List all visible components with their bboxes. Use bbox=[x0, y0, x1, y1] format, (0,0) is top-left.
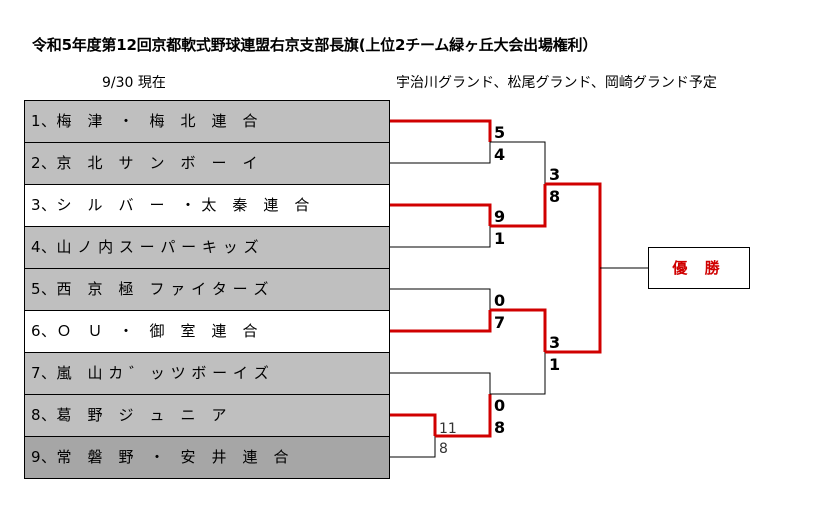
bracket-line bbox=[390, 142, 491, 164]
team-name: 6、Ｏ Ｕ ・ 御 室 連 合 bbox=[31, 322, 259, 340]
score: 1 bbox=[549, 355, 561, 374]
team-row: 6、Ｏ Ｕ ・ 御 室 連 合 bbox=[24, 311, 390, 353]
bracket-line bbox=[390, 288, 491, 310]
score: 0 bbox=[494, 396, 506, 415]
team-row: 8、葛 野 ジ ュ ニ ア bbox=[24, 395, 390, 437]
bracket-line-win bbox=[490, 308, 547, 352]
team-row: 3、シ ル バ ー ・ 太 秦 連 合 bbox=[24, 185, 390, 227]
score: 8 bbox=[439, 441, 448, 457]
team-name: 3、シ ル バ ー ・ 太 秦 連 合 bbox=[31, 196, 310, 214]
bracket-line bbox=[490, 141, 546, 184]
score: 7 bbox=[494, 313, 506, 332]
team-list: 1、梅 津 ・ 梅 北 連 合 2、京 北 サ ン ボ ー イ 3、シ ル バ … bbox=[24, 100, 390, 479]
bracket-line-win bbox=[390, 413, 437, 436]
team-row: 7、嵐 山 カ ゛ ッ ツ ボ ー イ ズ bbox=[24, 353, 390, 395]
score: 8 bbox=[549, 187, 561, 206]
team-name: 1、梅 津 ・ 梅 北 連 合 bbox=[31, 112, 259, 130]
team-name: 2、京 北 サ ン ボ ー イ bbox=[31, 154, 259, 172]
score: 8 bbox=[494, 418, 506, 437]
bracket-line-win bbox=[390, 310, 492, 333]
team-name: 8、葛 野 ジ ュ ニ ア bbox=[31, 406, 228, 424]
bracket-line bbox=[390, 372, 491, 394]
page-title: 令和5年度第12回京都軟式野球連盟右京支部長旗(上位2チーム緑ヶ丘大会出場権利） bbox=[32, 36, 598, 54]
as-of-date: 9/30 現在 bbox=[102, 75, 166, 91]
score: 3 bbox=[549, 165, 561, 184]
score: 4 bbox=[494, 145, 506, 164]
bracket-line bbox=[390, 436, 436, 458]
bracket-line-win bbox=[390, 119, 492, 142]
team-row: 2、京 北 サ ン ボ ー イ bbox=[24, 143, 390, 185]
bracket-line-win bbox=[490, 184, 547, 228]
bracket-line-win bbox=[435, 394, 492, 438]
score: 11 bbox=[439, 421, 457, 437]
team-name: 7、嵐 山 カ ゛ ッ ツ ボ ー イ ズ bbox=[31, 364, 270, 382]
bracket-line-win bbox=[545, 268, 602, 354]
team-row: 4、山 ノ 内 ス ー パ ー キ ッ ズ bbox=[24, 227, 390, 269]
score: 3 bbox=[549, 333, 561, 352]
team-name: 4、山 ノ 内 ス ー パ ー キ ッ ズ bbox=[31, 238, 259, 256]
team-row: 5、西 京 極 フ ァ イ タ ー ズ bbox=[24, 269, 390, 311]
team-row: 9、常 磐 野 ・ 安 井 連 合 bbox=[24, 437, 390, 479]
score: 5 bbox=[494, 123, 506, 142]
venue-note: 宇治川グランド、松尾グランド、岡崎グランド予定 bbox=[396, 75, 717, 91]
score: 1 bbox=[494, 229, 506, 248]
score: 9 bbox=[494, 207, 506, 226]
team-row: 1、梅 津 ・ 梅 北 連 合 bbox=[24, 101, 390, 143]
bracket-line bbox=[390, 226, 491, 248]
champion-box: 優 勝 bbox=[648, 247, 750, 289]
team-name: 9、常 磐 野 ・ 安 井 連 合 bbox=[31, 448, 290, 466]
bracket-line-win bbox=[545, 182, 602, 268]
bracket-line bbox=[490, 352, 546, 395]
score: 0 bbox=[494, 291, 506, 310]
bracket-line-win bbox=[390, 203, 492, 226]
team-name: 5、西 京 極 フ ァ イ タ ー ズ bbox=[31, 280, 269, 298]
